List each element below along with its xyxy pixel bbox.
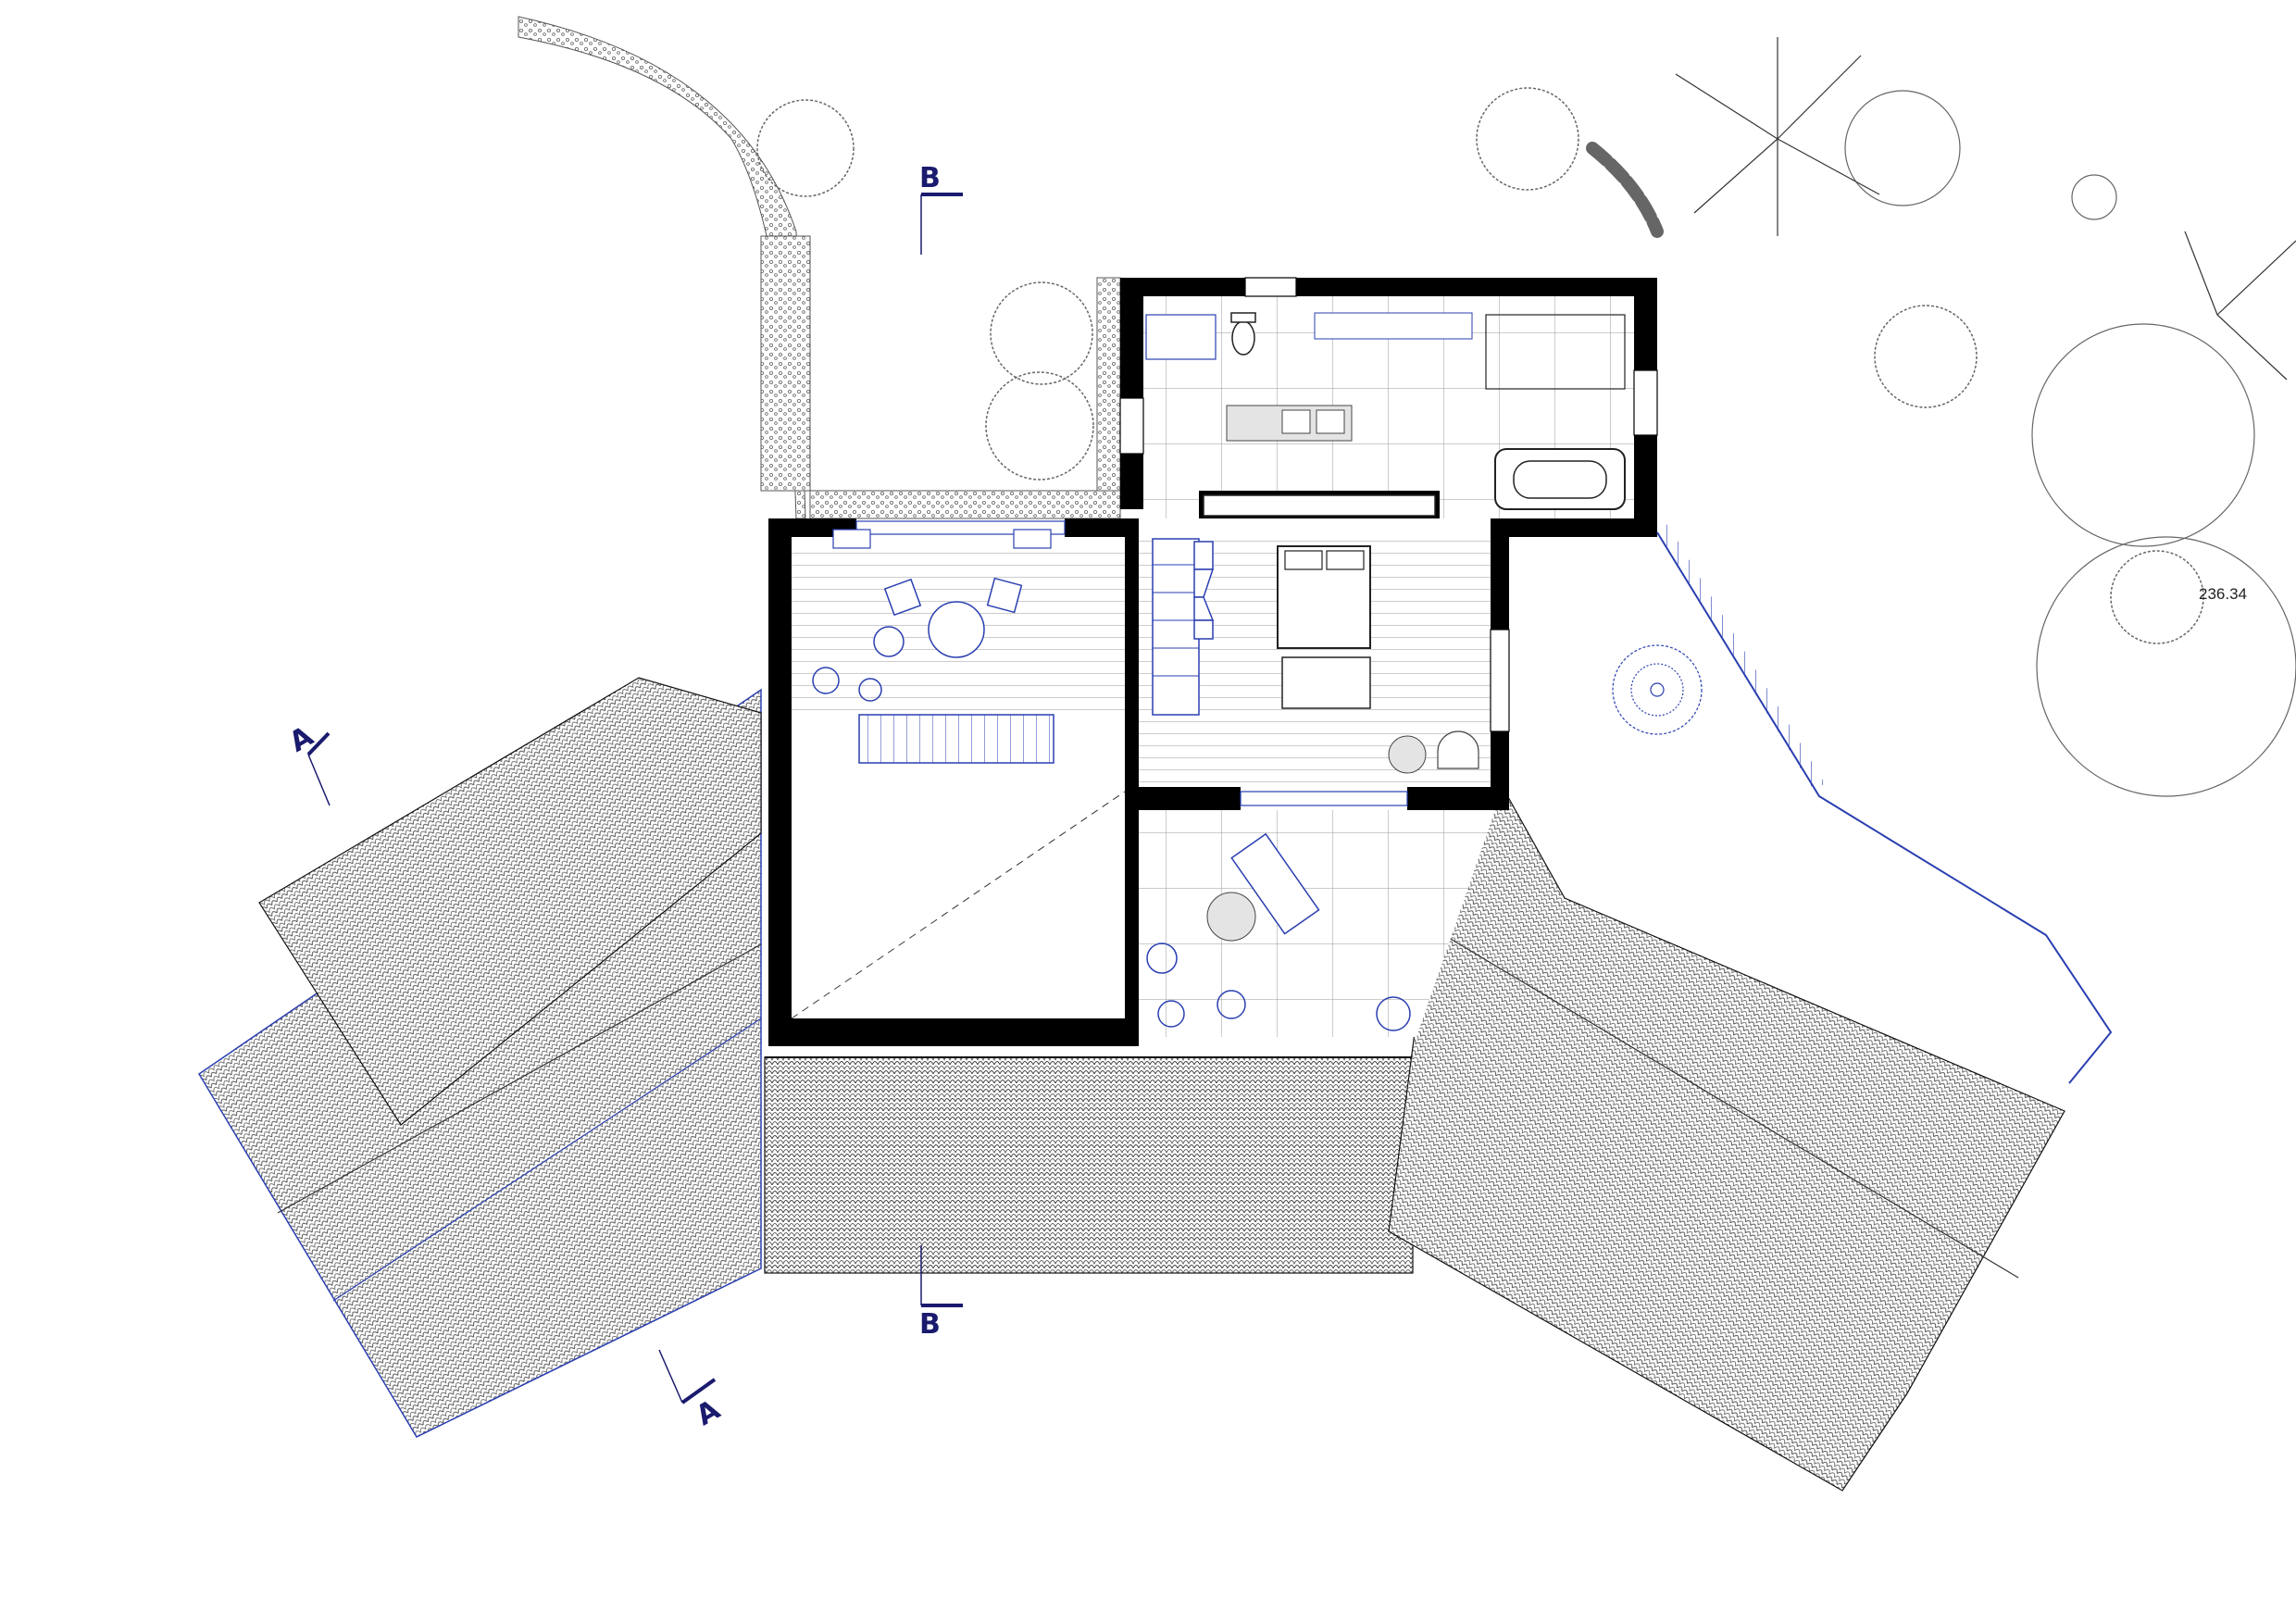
sink-right — [1316, 409, 1345, 434]
stair-upper — [1152, 538, 1200, 716]
tree-icon — [756, 87, 2204, 644]
section-marker-b-top: B — [919, 162, 963, 255]
toilet-icon — [1230, 312, 1256, 356]
terrace-floor — [1139, 810, 1495, 1037]
glazing-bedroom — [1240, 791, 1408, 806]
wardrobe — [1145, 314, 1217, 360]
bench — [1281, 656, 1371, 709]
living-chairs — [873, 577, 1023, 657]
sink-left — [1281, 409, 1311, 434]
elevation-label: 236.34 — [2199, 585, 2247, 603]
sofa — [832, 529, 1052, 549]
table-icon — [928, 601, 985, 658]
railing — [1656, 524, 1825, 791]
chair-icon — [1437, 730, 1479, 769]
svg-text:B: B — [919, 1308, 941, 1341]
walls — [768, 278, 1657, 1046]
svg-text:A: A — [284, 719, 319, 758]
roof-center — [764, 1056, 1414, 1274]
bed-icon — [1277, 545, 1371, 649]
svg-text:A: A — [691, 1393, 726, 1432]
side-table-icon — [1388, 735, 1427, 774]
roof-left — [197, 677, 762, 1438]
section-marker-b-bottom: B — [919, 1245, 963, 1341]
roof-right — [1388, 780, 2065, 1492]
svg-text:B: B — [919, 162, 941, 194]
void-diagonal — [791, 791, 1126, 1019]
bath-counter — [1203, 494, 1436, 517]
tree-outline — [1844, 90, 2296, 797]
sink-counter — [1314, 312, 1473, 340]
gravel-path — [518, 16, 1664, 519]
terrace-table-icon — [1206, 892, 1256, 942]
plant-icon — [812, 667, 1411, 1031]
lounger-icon — [1230, 832, 1320, 935]
section-marker-a-left: A — [284, 719, 331, 806]
palm-tree-icon — [1675, 37, 2296, 381]
section-marker-a-bottom: A — [658, 1349, 726, 1432]
glazing-living — [855, 520, 1066, 535]
bathtub-icon — [1494, 448, 1626, 510]
palm-icon — [1612, 644, 1703, 735]
stair-lower — [858, 714, 1054, 764]
shower-tray — [1485, 314, 1626, 390]
